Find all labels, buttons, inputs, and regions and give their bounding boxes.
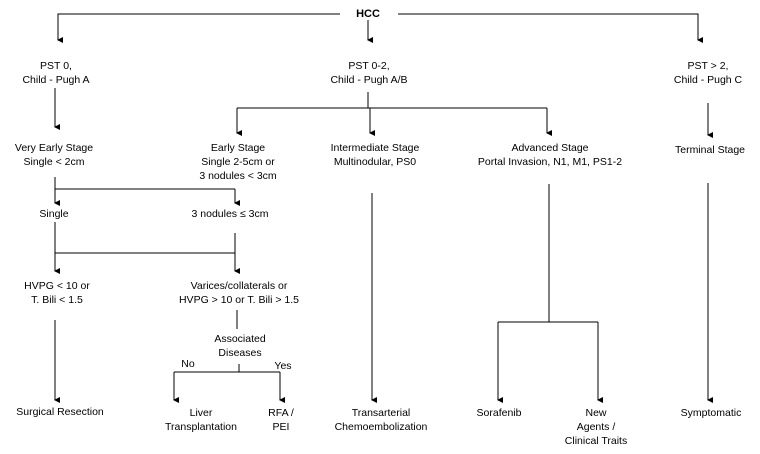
node-3-nodules: 3 nodules ≤ 3cm: [191, 208, 269, 220]
node-surgical-resection: Surgical Resection: [16, 406, 104, 418]
node-advanced-stage: Advanced Stage Portal Invasion, N1, M1, …: [477, 142, 623, 168]
node-hvpg-low: HVPG < 10 or T. Bili < 1.5: [24, 280, 90, 306]
connector-hcc-right: [398, 13, 703, 43]
connector-hcc-left: [57, 13, 340, 43]
node-associated-diseases: Associated Diseases: [214, 333, 266, 359]
node-liver-transplantation: Liver Transplantation: [165, 407, 237, 433]
node-pst02: PST 0-2, Child - Pugh A/B: [330, 60, 408, 86]
node-sorafenib: Sorafenib: [476, 407, 522, 419]
node-early-stage: Early Stage Single 2-5cm or 3 nodules < …: [199, 142, 277, 182]
node-single: Single: [39, 208, 69, 220]
node-hcc: HCC: [356, 8, 380, 20]
node-intermediate-stage: Intermediate Stage Multinodular, PS0: [330, 142, 420, 168]
node-tace: Transarterial Chemoembolization: [334, 407, 428, 433]
node-pst2: PST > 2, Child - Pugh C: [673, 60, 743, 86]
node-new-agents: New Agents / Clinical Traits: [564, 407, 628, 447]
node-very-early-stage: Very Early Stage Single < 2cm: [14, 142, 94, 168]
node-terminal-stage: Terminal Stage: [674, 144, 746, 156]
node-pst0: PST 0, Child - Pugh A: [22, 60, 90, 86]
node-varices: Varices/collaterals or HVPG > 10 or T. B…: [178, 280, 300, 306]
node-rfa-pei: RFA / PEI: [268, 407, 294, 433]
label-no: No: [181, 358, 195, 370]
label-yes: Yes: [274, 360, 292, 372]
node-symptomatic: Symptomatic: [680, 407, 742, 419]
